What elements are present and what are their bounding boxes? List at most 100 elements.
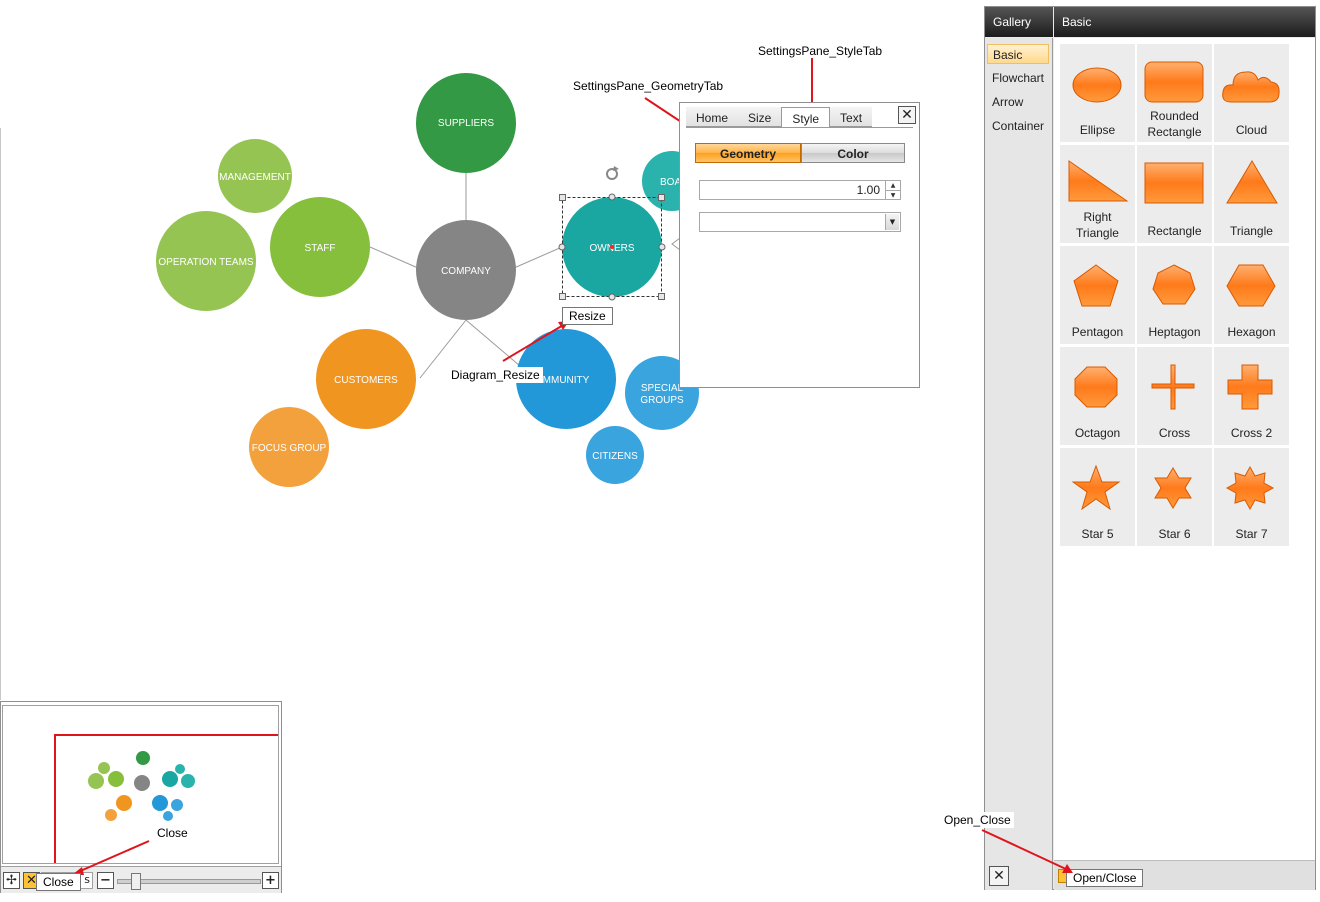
- spin-buttons[interactable]: ▲ ▼: [885, 181, 900, 199]
- shape-label: Ellipse: [1079, 123, 1116, 137]
- open-close-annotation-arrow: [981, 829, 1073, 873]
- hexagon-icon: [1226, 264, 1276, 307]
- tab-style[interactable]: Style: [781, 107, 831, 127]
- plus-icon: +: [265, 873, 276, 888]
- overview-thumbnail: [54, 734, 279, 864]
- tab-divider: [686, 127, 913, 128]
- gallery-panel: Gallery Basic Basic Flowchart Arrow Cont…: [984, 6, 1316, 890]
- annotation-geometry-tab: SettingsPane_GeometryTab: [573, 79, 724, 93]
- category-container[interactable]: Container: [992, 119, 1045, 133]
- shape-tile-pentagon[interactable]: Pentagon: [1060, 246, 1135, 344]
- shape-tile-ellipse[interactable]: Ellipse: [1060, 44, 1135, 142]
- annotation-style-tab: SettingsPane_StyleTab: [758, 44, 883, 58]
- node-label: SPECIAL: [641, 383, 684, 394]
- triangle-icon: [1226, 160, 1278, 204]
- heptagon-icon: [1152, 264, 1196, 305]
- node-label: CUSTOMERS: [334, 375, 398, 386]
- node-customers[interactable]: CUSTOMERS: [316, 329, 416, 429]
- tab-home[interactable]: Home: [686, 107, 739, 127]
- shape-label: Octagon: [1074, 426, 1121, 440]
- shape-tile-star-6[interactable]: Star 6: [1137, 448, 1212, 546]
- gallery-title: Gallery: [985, 7, 1053, 37]
- connectors: [369, 172, 563, 379]
- shape-label: Heptagon: [1148, 325, 1201, 339]
- shape-label: Triangle: [1230, 224, 1273, 238]
- shape-label: Right: [1083, 210, 1112, 224]
- settings-close-button[interactable]: ✕: [898, 106, 916, 124]
- gallery-close-button[interactable]: ✕: [989, 866, 1009, 886]
- node-label: GROUPS: [640, 395, 684, 406]
- shape-label: Rounded: [1150, 109, 1199, 123]
- overview-viewport[interactable]: [2, 705, 279, 864]
- node-citizens[interactable]: CITIZENS: [586, 426, 644, 484]
- chevron-down-icon[interactable]: ▼: [885, 214, 899, 230]
- node-focus-group[interactable]: FOCUS GROUP: [249, 407, 329, 487]
- settings-pane[interactable]: Home Size Style Text ✕ Geometry Color 1.…: [679, 102, 920, 388]
- shape-tile-star-7[interactable]: Star 7: [1214, 448, 1289, 546]
- cloud-icon: [1222, 71, 1280, 103]
- node-suppliers[interactable]: SUPPLIERS: [416, 73, 516, 173]
- node-label: OPERATION TEAMS: [158, 257, 254, 268]
- minus-icon: −: [100, 873, 111, 888]
- right-triangle-icon: [1068, 160, 1129, 202]
- zoom-out-button[interactable]: −: [97, 872, 114, 889]
- shape-tile-heptagon[interactable]: Heptagon: [1137, 246, 1212, 344]
- selection-adorner[interactable]: [558, 166, 666, 301]
- star-7-icon: [1226, 465, 1275, 511]
- rotate-icon[interactable]: [606, 166, 619, 180]
- node-company[interactable]: COMPANY: [416, 220, 516, 320]
- category-arrow[interactable]: Arrow: [992, 95, 1024, 109]
- pan-button[interactable]: ✢: [3, 872, 20, 889]
- spin-down-icon[interactable]: ▼: [890, 192, 896, 199]
- shape-tile-star-5[interactable]: Star 5: [1060, 448, 1135, 546]
- resize-handles[interactable]: [558, 193, 666, 301]
- tab-text[interactable]: Text: [830, 107, 873, 127]
- zoom-slider-track[interactable]: [117, 879, 261, 884]
- annotation-diagram-resize: Diagram_Resize: [448, 367, 543, 383]
- color-tab-button[interactable]: Color: [801, 143, 905, 163]
- annotation-close: Close: [155, 826, 190, 840]
- star-6-icon: [1154, 467, 1192, 509]
- node-label: STAFF: [305, 243, 336, 254]
- shape-tile-cross[interactable]: Cross: [1137, 347, 1212, 445]
- node-operation-teams[interactable]: OPERATION TEAMS: [156, 211, 256, 311]
- pentagon-icon: [1073, 264, 1119, 307]
- node-staff[interactable]: STAFF: [270, 197, 370, 297]
- node-label: SUPPLIERS: [438, 118, 494, 129]
- viewport-rect[interactable]: [54, 734, 279, 864]
- dash-style-dropdown[interactable]: ▼: [699, 212, 901, 232]
- close-tooltip: Close: [36, 873, 81, 891]
- shape-tile-rectangle[interactable]: Rectangle: [1137, 145, 1212, 243]
- rounded-rectangle-icon: [1144, 61, 1204, 103]
- shape-tile-octagon[interactable]: Octagon: [1060, 347, 1135, 445]
- spin-up-icon[interactable]: ▲: [886, 181, 900, 191]
- node-management[interactable]: MANAGEMENT: [218, 139, 292, 213]
- pin-point: [610, 245, 614, 249]
- category-basic[interactable]: Basic: [987, 44, 1049, 64]
- node-label: BOA: [660, 177, 681, 188]
- shape-label: Rectangle: [1147, 125, 1202, 139]
- ellipse-icon: [1072, 67, 1122, 103]
- shape-label: Star 7: [1235, 527, 1268, 541]
- settings-tabs: Home Size Style Text: [686, 107, 873, 127]
- open-close-tooltip: Open/Close: [1066, 869, 1144, 887]
- zoom-slider-thumb[interactable]: [131, 873, 141, 890]
- shape-tile-cross-2[interactable]: Cross 2: [1214, 347, 1289, 445]
- zoom-in-button[interactable]: +: [262, 872, 279, 889]
- shape-tile-hexagon[interactable]: Hexagon: [1214, 246, 1289, 344]
- cross-2-icon: [1227, 364, 1273, 410]
- category-flowchart[interactable]: Flowchart: [992, 71, 1045, 85]
- shape-label: Triangle: [1076, 226, 1119, 240]
- shape-label: Star 6: [1158, 527, 1191, 541]
- close-icon: ✕: [993, 868, 1005, 884]
- shape-tile-triangle[interactable]: Triangle: [1214, 145, 1289, 243]
- node-community[interactable]: MMUNITY: [516, 329, 616, 429]
- shape-label: Star 5: [1081, 527, 1114, 541]
- geometry-tab-button[interactable]: Geometry: [695, 143, 801, 163]
- stroke-thickness-stepper[interactable]: 1.00 ▲ ▼: [699, 180, 901, 200]
- shape-tile-cloud[interactable]: Cloud: [1214, 44, 1289, 142]
- stroke-thickness-value: 1.00: [856, 183, 880, 197]
- tab-size[interactable]: Size: [738, 107, 782, 127]
